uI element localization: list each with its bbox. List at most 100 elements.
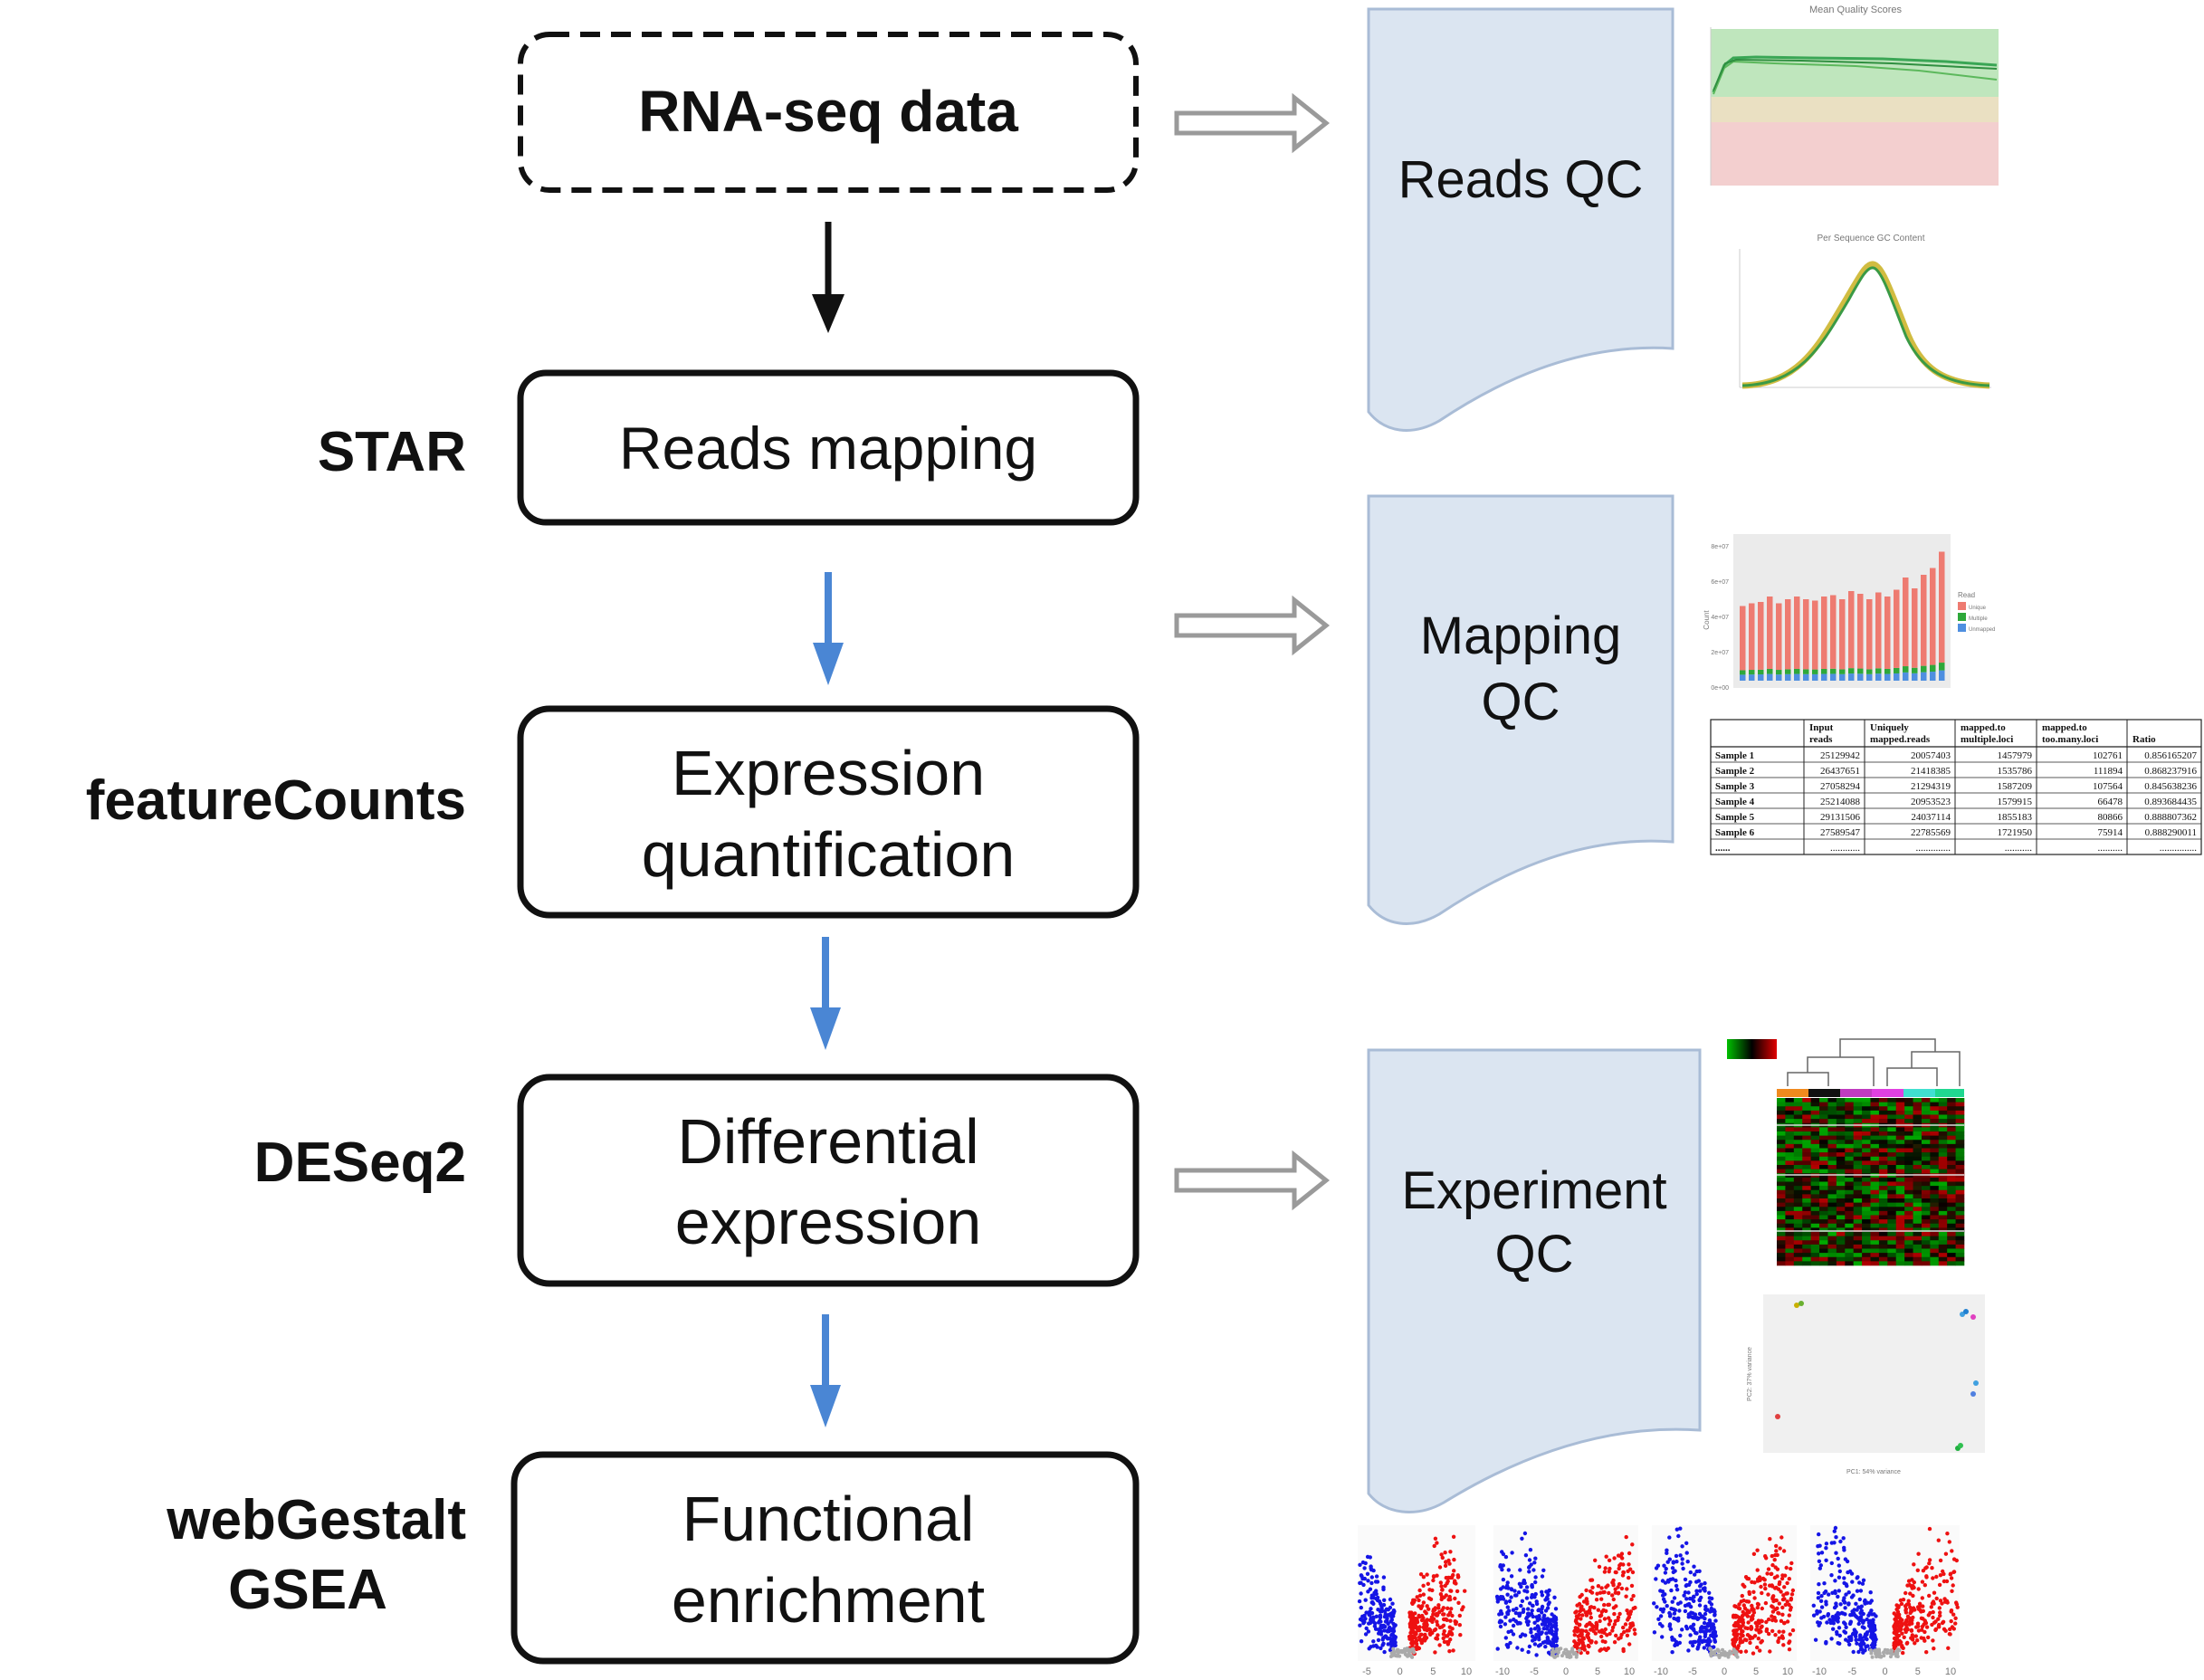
volcano-point — [1529, 1627, 1533, 1632]
volcano-point — [1533, 1556, 1538, 1561]
volcano-point — [1448, 1637, 1453, 1642]
volcano-point — [1610, 1625, 1616, 1630]
volcano-point — [1766, 1617, 1771, 1622]
volcano-point — [1625, 1628, 1629, 1633]
volcano-point — [1630, 1570, 1636, 1575]
volcano-point — [1633, 1605, 1637, 1610]
volcano-point — [1553, 1623, 1559, 1628]
volcano-point — [1667, 1535, 1672, 1540]
step-label-line-1: Functional — [682, 1484, 975, 1554]
volcano-point — [1532, 1561, 1537, 1565]
volcano-point — [1691, 1622, 1696, 1628]
volcano-point — [1770, 1618, 1775, 1623]
volcano-point — [1850, 1580, 1855, 1584]
volcano-point — [1931, 1576, 1935, 1580]
table-cell: 0.868237916 — [2144, 766, 2197, 777]
volcano-point — [1498, 1564, 1503, 1569]
volcano-point — [1388, 1619, 1393, 1624]
volcano-point — [1911, 1615, 1915, 1620]
volcano-point — [1816, 1596, 1821, 1600]
volcano-point — [1529, 1611, 1534, 1617]
step-reads-mapping: Reads mapping — [517, 369, 1140, 526]
bar-multiple — [1875, 668, 1882, 674]
volcano-point — [1907, 1616, 1913, 1621]
volcano-point — [1508, 1618, 1512, 1623]
volcano-point — [1910, 1607, 1915, 1612]
volcano-point — [1442, 1628, 1446, 1634]
volcano-point — [1541, 1627, 1546, 1631]
volcano-point — [1819, 1594, 1824, 1599]
volcano-point — [1681, 1566, 1685, 1571]
volcano-point — [1585, 1650, 1590, 1656]
bar-multiple — [1803, 669, 1809, 674]
bar-unique — [1794, 597, 1800, 669]
volcano-point — [1748, 1640, 1752, 1646]
volcano-point — [1381, 1587, 1386, 1592]
volcano-point — [1751, 1589, 1756, 1595]
volcano-point — [1819, 1616, 1824, 1620]
volcano-point — [1499, 1619, 1504, 1624]
step-label-line-2: expression — [675, 1187, 982, 1257]
volcano-point — [1377, 1620, 1381, 1625]
volcano-point — [1658, 1607, 1664, 1612]
volcano-point — [1428, 1632, 1433, 1637]
volcano-point — [1584, 1624, 1589, 1628]
volcano-point — [1831, 1627, 1836, 1631]
volcano-point — [1750, 1608, 1755, 1612]
table-cell: 24037114 — [1911, 812, 1951, 823]
volcano-point — [1833, 1525, 1838, 1531]
table-cell: Sample 5 — [1715, 812, 1755, 823]
volcano-point — [1857, 1580, 1862, 1585]
volcano-point — [1501, 1585, 1505, 1589]
volcano-point — [1693, 1639, 1698, 1645]
volcano-point — [1712, 1625, 1716, 1630]
volcano-point — [1372, 1624, 1378, 1628]
volcano-point — [1578, 1608, 1583, 1614]
table-cell: 1721950 — [1998, 827, 2033, 838]
volcano-point — [1607, 1590, 1611, 1596]
volcano-point — [1932, 1601, 1936, 1606]
volcano-point — [1779, 1589, 1783, 1594]
volcano-point — [1374, 1614, 1379, 1619]
volcano-point — [1849, 1636, 1854, 1641]
volcano-point — [1703, 1634, 1708, 1639]
volcano-point — [1553, 1618, 1559, 1622]
table-cell: Sample 4 — [1715, 797, 1755, 807]
volcano-point — [1381, 1575, 1387, 1580]
volcano-point — [1359, 1639, 1364, 1644]
bar-unmapped — [1848, 673, 1855, 681]
volcano-point — [1674, 1560, 1679, 1564]
volcano-point — [1818, 1599, 1824, 1604]
volcano-point — [1365, 1571, 1370, 1577]
volcano-point — [1624, 1534, 1628, 1540]
volcano-point — [1367, 1612, 1371, 1618]
bar-multiple — [1776, 670, 1782, 675]
volcano-point — [1779, 1535, 1784, 1540]
volcano-point — [1379, 1646, 1383, 1651]
volcano-point — [1921, 1604, 1925, 1608]
volcano-point — [1612, 1611, 1617, 1617]
volcano-point — [1674, 1588, 1680, 1592]
volcano-point — [1371, 1639, 1376, 1644]
volcano-point — [1916, 1628, 1922, 1633]
volcano-point — [1853, 1613, 1857, 1618]
volcano-point — [1654, 1566, 1659, 1570]
volcano-point — [1432, 1543, 1436, 1549]
table-cell: 21418385 — [1911, 766, 1951, 777]
volcano-point — [1511, 1632, 1516, 1637]
bar-ylabel: Count — [1703, 610, 1711, 630]
volcano-point — [1733, 1613, 1738, 1618]
volcano-point — [1552, 1595, 1557, 1600]
volcano-point — [1903, 1604, 1908, 1608]
volcano-point — [1413, 1636, 1418, 1640]
volcano-point — [1503, 1636, 1509, 1640]
volcano-point — [1772, 1558, 1777, 1562]
volcano-point — [1906, 1602, 1912, 1607]
volcano-point — [1382, 1598, 1387, 1603]
volcano-point — [1526, 1611, 1531, 1616]
volcano-point — [1449, 1589, 1454, 1593]
volcano-point — [1829, 1573, 1834, 1578]
